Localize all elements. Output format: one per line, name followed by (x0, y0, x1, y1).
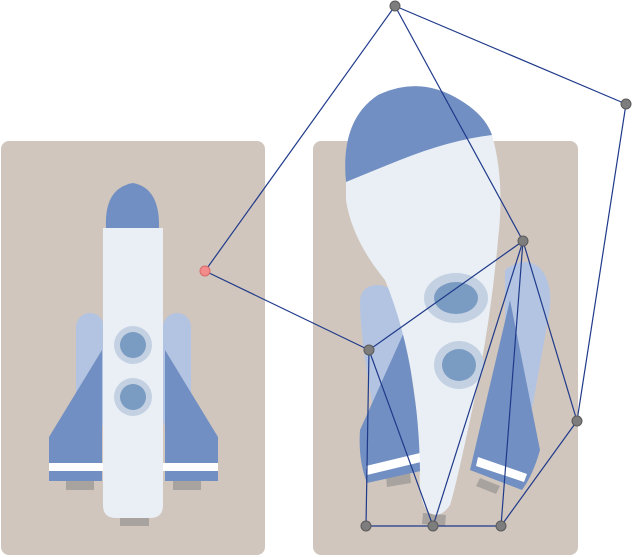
fin-stripe-right (163, 463, 218, 471)
window-glass (120, 384, 146, 410)
fin-stripe-right (476, 457, 527, 482)
exhaust-nozzle (422, 513, 446, 526)
mesh-handles (199, 0, 632, 532)
nose-cone (345, 86, 492, 182)
fin-right (165, 350, 218, 481)
mesh-edge (394, 5, 524, 242)
window-glass (120, 332, 146, 358)
fin-stripe-left (49, 463, 104, 471)
mesh-handle[interactable] (389, 0, 401, 12)
exhaust-block (66, 480, 94, 490)
mesh-edge (522, 240, 578, 422)
mesh-handle[interactable] (517, 235, 529, 247)
exhaust-nozzle (120, 516, 149, 526)
mesh-handle[interactable] (571, 415, 583, 427)
mesh-edge (368, 349, 434, 527)
mesh-edge (432, 240, 524, 527)
fin-left (49, 350, 102, 481)
mesh-edge (394, 5, 627, 105)
warped-rocket (345, 86, 551, 526)
mesh-handle[interactable] (495, 520, 507, 532)
fin-right (470, 300, 540, 490)
mesh-edge (576, 103, 627, 422)
window-glass (442, 349, 476, 381)
rocket-body (103, 228, 163, 518)
mesh-handle[interactable] (427, 520, 439, 532)
mesh-edge (500, 240, 524, 527)
mesh-edge (368, 240, 524, 351)
exhaust-block (476, 478, 500, 494)
warp-mesh (204, 5, 627, 527)
mesh-edge (500, 420, 578, 527)
mesh-edge (204, 5, 396, 272)
mesh-handle[interactable] (363, 344, 375, 356)
mesh-handle[interactable] (620, 98, 632, 110)
fin-left (359, 330, 425, 483)
active-mesh-handle[interactable] (199, 265, 211, 277)
window-glass (434, 282, 478, 314)
mesh-edge (204, 270, 370, 351)
fin-stripe-left (366, 453, 421, 475)
rocket-body (346, 134, 501, 515)
exhaust-block (173, 480, 201, 490)
original-rocket (49, 183, 218, 526)
mesh-handle[interactable] (360, 520, 372, 532)
mesh-edge (365, 349, 370, 527)
nose-cone (105, 183, 160, 228)
